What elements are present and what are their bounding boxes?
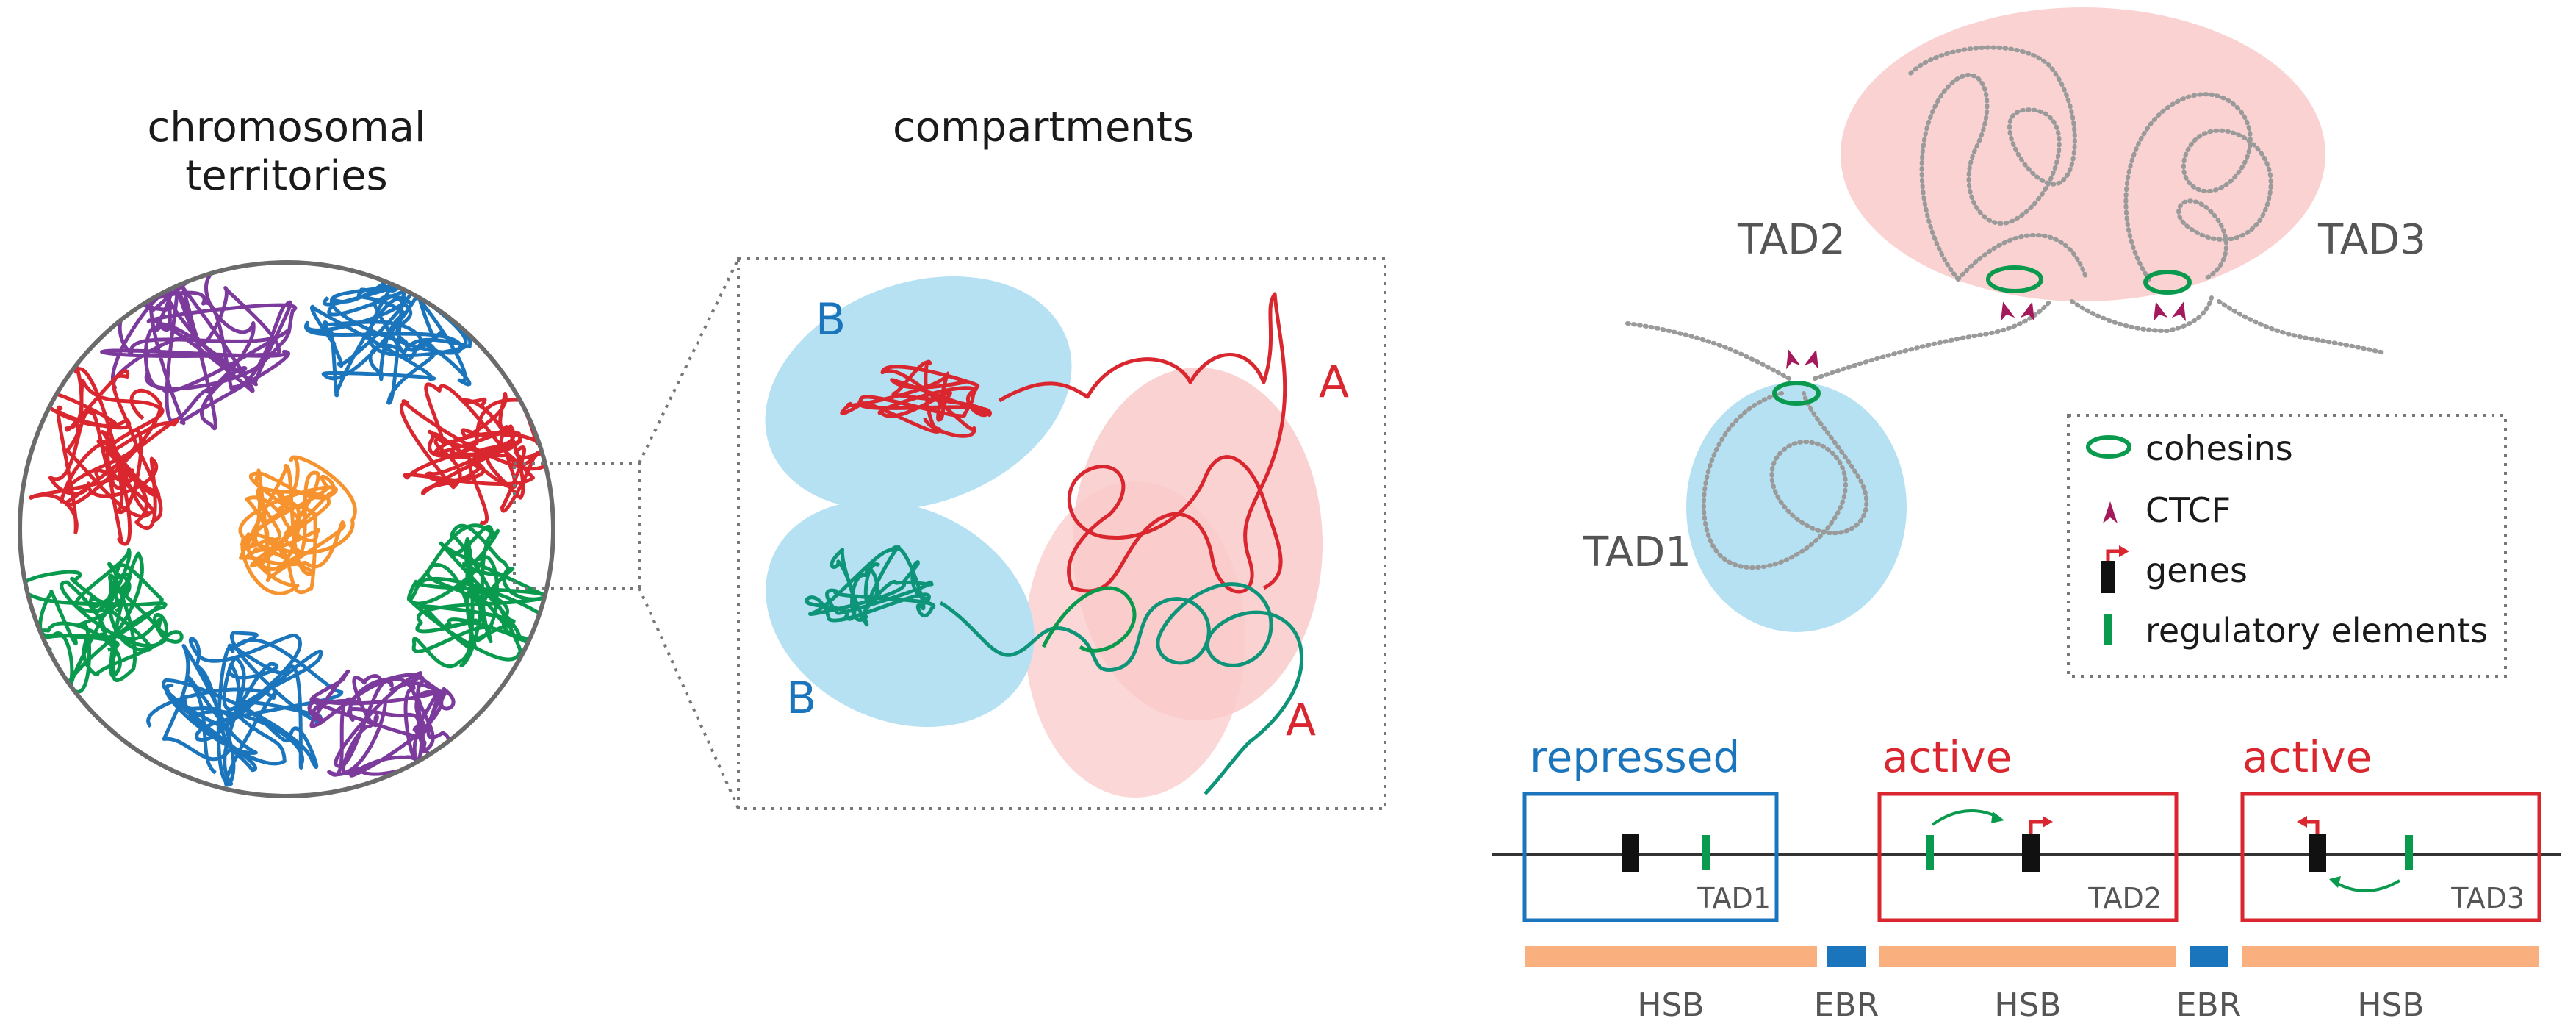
legend-label-regulatory-elements: regulatory elements xyxy=(2145,611,2488,651)
ctcf-tad1-left xyxy=(1785,349,1801,370)
chromatin-red-a xyxy=(998,292,1287,594)
legend-label-ctcf: CTCF xyxy=(2145,490,2231,530)
enhancer-interaction-arrow-tad2 xyxy=(1931,809,2004,826)
gene-tad1 xyxy=(1622,834,1639,872)
zoom-region xyxy=(513,462,641,590)
compartment-b-top xyxy=(765,276,1072,510)
fiber-link-tad2 xyxy=(1813,299,2052,381)
tad1-box xyxy=(1522,792,1779,922)
tads-panel: TAD2 TAD3 TAD1 xyxy=(1583,7,2426,632)
ctcf-tad2-left xyxy=(2000,301,2015,322)
ctcf-tad2-right xyxy=(2020,301,2035,322)
tad1-state-label: repressed xyxy=(1530,732,1740,782)
tad3-box-label: TAD3 xyxy=(2450,882,2525,914)
ctcf-tad3-right xyxy=(2171,301,2187,322)
compartment-chromatin xyxy=(804,292,1303,795)
chromosome-tangle-red xyxy=(29,363,179,546)
promoter-arrow-tad3 xyxy=(2297,816,2320,834)
tad2-box-label: TAD2 xyxy=(2087,882,2162,914)
tad2-state-label: active xyxy=(1882,732,2012,782)
ctcf-tad3-left xyxy=(2153,301,2168,322)
tad1-region xyxy=(1686,382,1907,632)
chromosome-tangle-red xyxy=(400,382,550,526)
gene-tad2 xyxy=(2022,834,2040,872)
label-b-top: B xyxy=(816,294,846,345)
legend: cohesins CTCF genes regulatory elements xyxy=(2067,414,2507,678)
regulatory-element-tad2 xyxy=(1926,835,1934,870)
tad3-box xyxy=(2240,792,2541,922)
tad2-box xyxy=(1877,792,2179,922)
cohesin-ring-tad3 xyxy=(2143,270,2192,295)
chromatin-teal-b xyxy=(804,545,936,627)
cohesin-ring-tad1 xyxy=(1772,381,1821,406)
territories-title-line2: territories xyxy=(185,152,387,200)
tad1-box-label: TAD1 xyxy=(1697,882,1771,914)
hsb-bar-2 xyxy=(1879,946,2176,967)
chromosome-tangle-purple xyxy=(307,669,456,778)
fiber-left-tail xyxy=(1625,321,1791,381)
chromosome-tangle-green xyxy=(20,548,184,697)
domains-panel: repressed TAD1 active TAD2 active TAD3 xyxy=(1492,732,2561,1024)
chromosome-tangle-green xyxy=(406,523,553,669)
chromatin-green-a xyxy=(1041,586,1137,653)
ebr-bar-1 xyxy=(1827,946,1866,967)
cohesin-ring-tad2 xyxy=(1986,265,2043,293)
nucleus-circle xyxy=(18,260,555,798)
ctcf-tad1-right xyxy=(1804,349,1819,370)
fiber-right-tail xyxy=(2217,299,2386,355)
ctcf-markers xyxy=(1785,301,2187,370)
compartments-panel: compartments B B A A xyxy=(737,104,1386,810)
regulatory-element-tad3 xyxy=(2405,835,2413,870)
gene-tad3 xyxy=(2309,834,2326,872)
ctcf-icon xyxy=(2103,501,2118,523)
territories-title-line1: chromosomal xyxy=(147,104,425,151)
bar-label-hsb-2: HSB xyxy=(1994,986,2061,1024)
legend-label-genes: genes xyxy=(2145,551,2248,590)
tad2-label: TAD2 xyxy=(1737,216,1846,264)
tad3-label: TAD3 xyxy=(2317,216,2426,264)
fiber-tad2-base xyxy=(1956,232,2089,282)
chromatin-fiber xyxy=(1625,45,2386,570)
fiber-link-tad3 xyxy=(2070,295,2214,334)
fiber-tad2-loop xyxy=(1908,45,2077,282)
chromosome-tangles xyxy=(20,262,553,787)
label-b-bottom: B xyxy=(786,673,816,724)
label-a-top: A xyxy=(1319,356,1349,408)
territories-panel: chromosomal territories xyxy=(18,104,740,809)
tad1-label: TAD1 xyxy=(1583,528,1691,576)
chromosome-tangle-orange xyxy=(238,455,357,595)
zoom-line-top xyxy=(638,258,740,464)
fiber-tad1-loop xyxy=(1701,391,1869,570)
compartment-b-bottom xyxy=(766,500,1035,728)
promoter-arrow-tad2 xyxy=(2029,816,2053,834)
active-tads-region xyxy=(1841,7,2325,301)
chromosome-tangle-purple xyxy=(100,262,298,430)
bar-label-hsb-3: HSB xyxy=(2357,986,2424,1024)
hsb-bar-1 xyxy=(1525,946,1817,967)
bar-label-ebr-2: EBR xyxy=(2176,986,2242,1024)
regulatory-element-icon xyxy=(2104,614,2112,645)
compartments-title: compartments xyxy=(893,104,1194,151)
compartments-frame xyxy=(737,257,1386,810)
bar-label-ebr-1: EBR xyxy=(1814,986,1879,1024)
zoom-line-bottom xyxy=(638,587,740,809)
gene-icon xyxy=(2101,545,2129,593)
bar-label-hsb-1: HSB xyxy=(1637,986,1704,1024)
hsb-bar-3 xyxy=(2242,946,2539,967)
chromosome-tangle-blue xyxy=(146,631,344,787)
legend-label-cohesins: cohesins xyxy=(2145,429,2293,468)
chromatin-teal-a xyxy=(939,582,1303,795)
chromatin-red-b xyxy=(840,359,992,438)
compartment-a-bottom xyxy=(1025,481,1245,798)
enhancer-interaction-arrow-tad3 xyxy=(2329,876,2401,892)
cohesin-ring-icon xyxy=(2086,435,2131,459)
regulatory-element-tad1 xyxy=(1702,835,1710,870)
ebr-bar-2 xyxy=(2190,946,2228,967)
fiber-tad3-loop xyxy=(2123,92,2273,282)
tad3-state-label: active xyxy=(2242,732,2372,782)
label-a-bottom: A xyxy=(1286,695,1316,746)
